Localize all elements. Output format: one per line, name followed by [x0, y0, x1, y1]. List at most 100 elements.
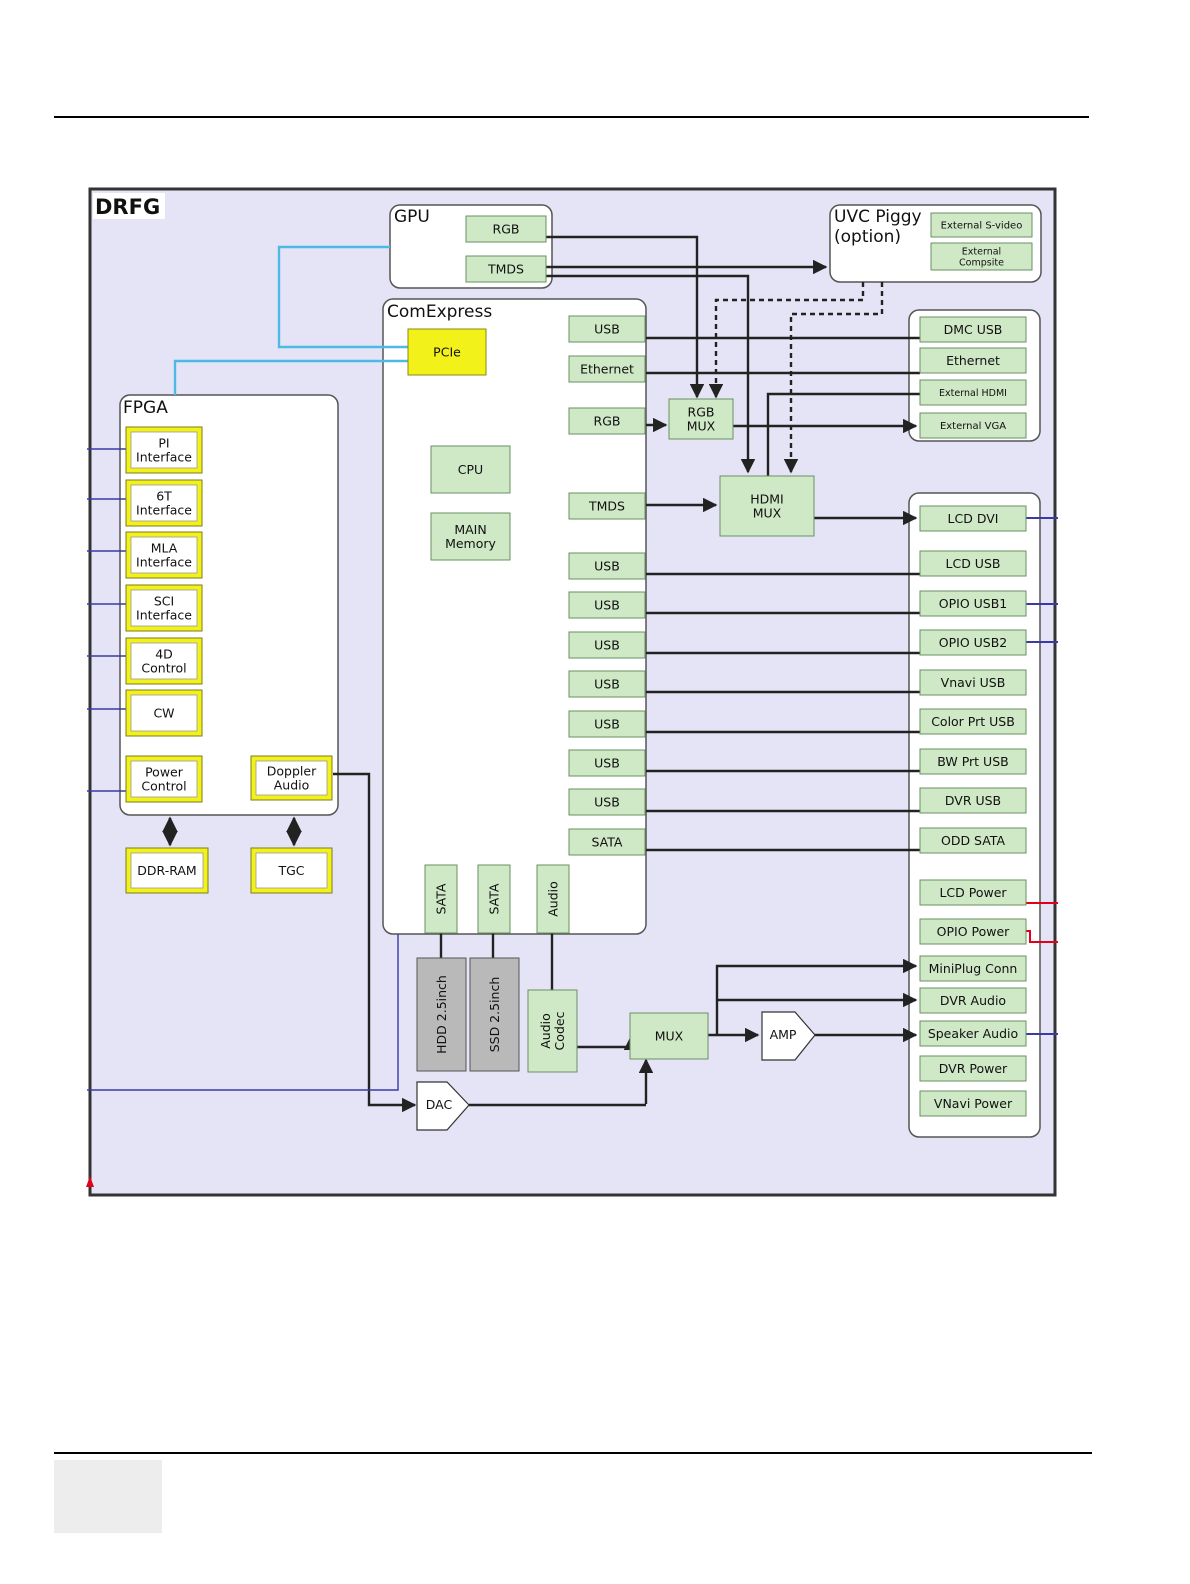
right-port-7-label: BW Prt USB — [937, 754, 1008, 769]
gpu-tmds-to-hdmi-mux — [546, 274, 756, 474]
comexpress-audio: Audio — [536, 864, 570, 934]
right-port-4-label: OPIO USB2 — [939, 635, 1008, 650]
amp-block — [761, 1011, 816, 1061]
fpga-doppler-audio-block-label: Audio — [274, 778, 310, 793]
hdmi-mux-block-label: MUX — [753, 506, 782, 521]
pcie-block-label: PCIe — [433, 345, 461, 360]
right-port-7: BW Prt USB — [919, 748, 1027, 775]
right-port-2-label: LCD USB — [946, 556, 1001, 571]
right-port-5: Vnavi USB — [919, 669, 1027, 696]
cpu-block: CPU — [430, 445, 511, 494]
diagram-title: DRFG — [95, 195, 160, 219]
comexpress-port-8-label: USB — [594, 677, 620, 692]
right-port-11-label: OPIO Power — [937, 924, 1011, 939]
right-port-8: DVR USB — [919, 787, 1027, 814]
page-number-box — [54, 1460, 162, 1533]
comexpress-port-9-label: USB — [594, 717, 620, 732]
comexpress-port-10-label: USB — [594, 756, 620, 771]
right-port-2: LCD USB — [919, 550, 1027, 577]
pcie-link-fpga — [173, 359, 408, 395]
fpga-doppler-audio-block-label: Doppler — [267, 763, 317, 778]
fpga-block-3-label: Interface — [136, 555, 192, 570]
comexpress-sata-1-label: SATA — [434, 883, 449, 914]
uvc-composite-block-label: Compsite — [959, 257, 1004, 268]
right-port-6: Color Prt USB — [919, 708, 1027, 735]
comexpress-port-2-label: Ethernet — [580, 362, 634, 377]
right-port-16-label: VNavi Power — [934, 1096, 1013, 1111]
comexpress-port-7-label: USB — [594, 638, 620, 653]
top-port-1: DMC USB — [919, 316, 1027, 343]
gpu-rgb-block-label: RGB — [493, 222, 520, 237]
uvc-to-rgb-mux-dashed — [708, 282, 865, 399]
right-port-1: LCD DVI — [919, 505, 1027, 532]
right-port-13-label: DVR Audio — [940, 993, 1006, 1008]
comexpress-sata-2: SATA — [477, 864, 511, 934]
fpga-block-6: CW — [125, 689, 203, 737]
top-port-4: External VGA — [919, 412, 1027, 439]
fpga-block-4-label: Interface — [136, 608, 192, 623]
gpu-rgb-to-rgb-mux — [546, 235, 705, 399]
right-port-11: OPIO Power — [919, 918, 1027, 945]
ssd-block-label: SSD 2.5inch — [487, 977, 502, 1053]
tgc-block: TGC — [250, 847, 333, 894]
hdd-block: HDD 2.5inch — [416, 957, 467, 1072]
right-port-12-label: MiniPlug Conn — [929, 961, 1018, 976]
comexpress-audio-label: Audio — [546, 881, 561, 917]
fpga-block-5-label: Control — [141, 661, 186, 676]
cpu-block-label: CPU — [458, 462, 483, 477]
gpu-tmds-block: TMDS — [465, 255, 547, 283]
comexpress-port-5: USB — [568, 552, 646, 580]
fpga-block-7-label: Power — [145, 764, 184, 779]
gpu-tmds-block-label: TMDS — [487, 262, 524, 277]
fpga-block-2-label: Interface — [136, 503, 192, 518]
comexpress-title: ComExpress — [387, 302, 492, 322]
uvc-svideo-block: External S-video — [930, 212, 1033, 238]
comexpress-port-11-label: USB — [594, 795, 620, 810]
dac-label: DAC — [426, 1097, 453, 1112]
right-port-6-label: Color Prt USB — [931, 714, 1015, 729]
gpu-rgb-block: RGB — [465, 215, 547, 243]
uvc-title-line2: (option) — [834, 227, 901, 247]
pcie-link-gpu — [277, 245, 408, 349]
right-port-13: DVR Audio — [919, 987, 1027, 1014]
right-port-12: MiniPlug Conn — [919, 955, 1027, 982]
comexpress-port-10: USB — [568, 749, 646, 777]
right-port-14-label: Speaker Audio — [928, 1026, 1018, 1041]
comexpress-port-6: USB — [568, 591, 646, 619]
gpu-title: GPU — [394, 207, 430, 227]
fpga-title: FPGA — [123, 398, 168, 418]
right-port-10: LCD Power — [919, 879, 1027, 906]
comexpress-sata-2-label: SATA — [487, 883, 502, 914]
fpga-block-4-label: SCI — [154, 593, 174, 608]
right-port-15: DVR Power — [919, 1055, 1027, 1082]
comexpress-port-1: USB — [568, 315, 646, 343]
audio-mux-block-label: MUX — [655, 1029, 684, 1044]
fpga-block-7-label: Control — [141, 779, 186, 794]
comexpress-port-2: Ethernet — [568, 355, 646, 383]
right-port-5-label: Vnavi USB — [941, 675, 1006, 690]
uvc-svideo-block-label: External S-video — [941, 221, 1023, 232]
hdd-block-label: HDD 2.5inch — [434, 975, 449, 1054]
comexpress-port-3: RGB — [568, 407, 646, 435]
right-port-14: Speaker Audio — [919, 1020, 1027, 1047]
comexpress-port-6-label: USB — [594, 598, 620, 613]
comexpress-port-4-label: TMDS — [588, 499, 625, 514]
footer-rule — [54, 1452, 1092, 1454]
right-port-1-label: LCD DVI — [948, 511, 999, 526]
comexpress-port-7: USB — [568, 631, 646, 659]
mux-to-miniplug — [715, 958, 918, 1035]
fpga-block-5-label: 4D — [155, 646, 173, 661]
ddr-ram-block-label: DDR-RAM — [137, 863, 196, 878]
title-backdrop — [93, 193, 165, 219]
right-port-9-label: ODD SATA — [941, 833, 1005, 848]
right-port-8-label: DVR USB — [945, 793, 1001, 808]
top-port-2: Ethernet — [919, 347, 1027, 374]
